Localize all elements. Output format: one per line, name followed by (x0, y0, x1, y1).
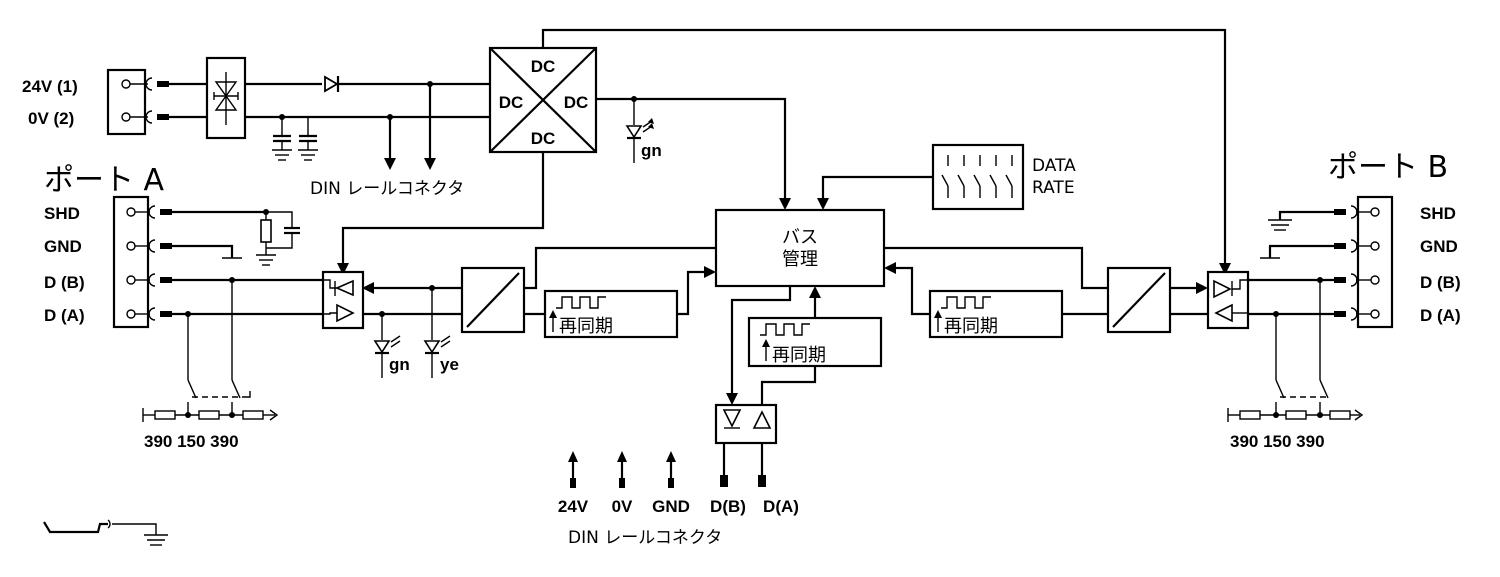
port-b-terminal: SHD GND D (B) D (A) (1334, 195, 1461, 329)
rail-ground-icon (43, 519, 168, 546)
power-terminal: 24V (1) 0V (2) (22, 68, 169, 136)
port-a-isolator (460, 266, 526, 334)
port-a-terminal: SHD GND D (B) D (A) (44, 195, 172, 329)
port-a-led-ye-label: ye (440, 355, 459, 374)
data-rate-switch (931, 143, 1025, 211)
resync-block-c (747, 316, 883, 368)
port-a-led-gn-icon (373, 314, 401, 378)
bus-mgmt-line1: バス (782, 227, 818, 248)
port-b-transceiver (1206, 270, 1250, 330)
power-led-label: gn (641, 141, 662, 160)
din-pin-24v: 24V (558, 497, 589, 516)
din-bus-arrows (568, 451, 676, 488)
data-rate-line2: RATE (1032, 178, 1075, 198)
dcdc-top: DC (531, 57, 556, 76)
port-b-pin-db: D (B) (1420, 273, 1461, 292)
label-0v: 0V (2) (28, 109, 74, 128)
power-led-icon (625, 99, 654, 163)
port-b-pin-shd: SHD (1420, 204, 1456, 223)
din-rail-taps (384, 81, 436, 170)
dcdc-bottom: DC (531, 129, 556, 148)
din-transceiver (714, 403, 778, 445)
port-a-resistor-values: 390 150 390 (144, 432, 239, 451)
data-rate-line1: DATA (1032, 156, 1076, 176)
din-pin-0v: 0V (612, 497, 633, 516)
bus-management-block: バス 管理 (714, 208, 886, 288)
resync-b-label: 再同期 (944, 316, 998, 337)
port-a-led-ye-icon (423, 288, 451, 378)
dcdc-left: DC (499, 93, 524, 112)
surge-protection (205, 56, 247, 140)
dc-dc-converter: DC DC DC DC (488, 46, 598, 154)
din-rail-label-bottom: DIN レールコネクタ (568, 528, 722, 548)
din-pin-gnd: GND (652, 497, 690, 516)
port-b-title: ポート B (1328, 150, 1448, 185)
port-b-pin-gnd: GND (1420, 237, 1458, 256)
din-pin-da: D(A) (763, 497, 799, 516)
bus-mgmt-line2: 管理 (782, 249, 818, 270)
port-a-led-gn-label: gn (389, 355, 410, 374)
dcdc-right: DC (564, 93, 589, 112)
port-b-isolator (1106, 266, 1172, 334)
resync-c-label: 再同期 (772, 345, 826, 366)
port-a-pin-da: D (A) (44, 306, 85, 325)
resync-block-b (928, 289, 1064, 339)
input-capacitors (272, 117, 318, 161)
label-24v: 24V (1) (22, 77, 78, 96)
port-b-termination (1227, 280, 1364, 422)
port-a-pin-gnd: GND (44, 237, 82, 256)
port-a-pin-shd: SHD (44, 204, 80, 223)
port-a-title: ポート A (44, 163, 165, 198)
diode (324, 75, 340, 93)
port-a-pin-db: D (B) (44, 273, 85, 292)
port-a-termination (142, 280, 279, 422)
port-a-transceiver (321, 270, 365, 330)
port-b-resistor-values: 390 150 390 (1230, 432, 1325, 451)
port-b-pin-da: D (A) (1420, 306, 1461, 325)
din-rail-label-top: DIN レールコネクタ (310, 179, 464, 199)
din-pin-db: D(B) (710, 497, 746, 516)
resync-a-label: 再同期 (559, 316, 613, 337)
